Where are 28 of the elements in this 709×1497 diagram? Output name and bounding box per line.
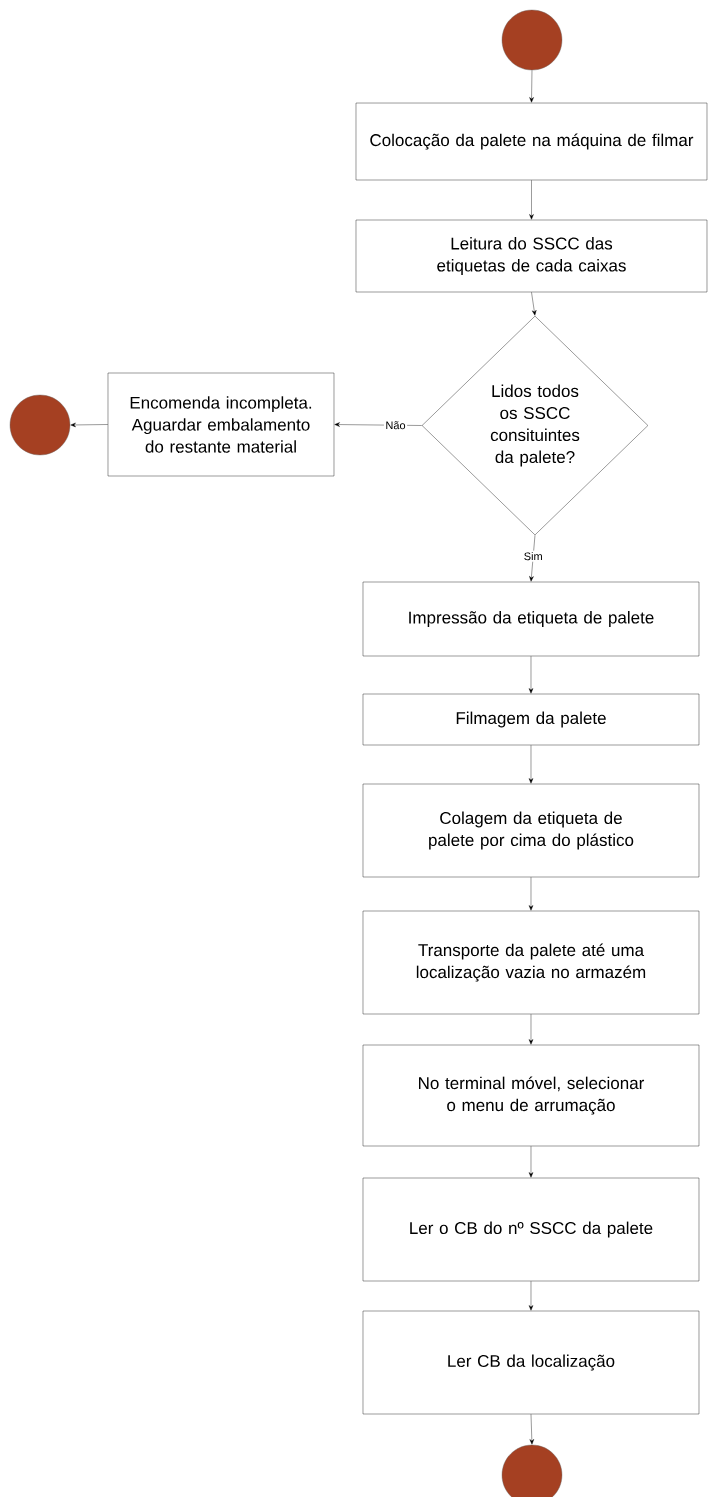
- process-box: Colocação da palete na máquina de filmar: [355, 102, 708, 181]
- arrow: [531, 292, 537, 316]
- arrow: [528, 1281, 534, 1311]
- arrow: [334, 422, 422, 427]
- arrow: [529, 1414, 535, 1445]
- arrow: [528, 1014, 534, 1045]
- arrow: [528, 877, 534, 911]
- arrow: [528, 1146, 534, 1178]
- arrow: [529, 180, 534, 220]
- edge-label: Sim: [522, 550, 545, 562]
- arrow: [529, 535, 536, 582]
- start-end-circle: [501, 9, 563, 71]
- process-box: Filmagem da palete: [362, 693, 700, 746]
- process-box: Leitura do SSCC das etiquetas de cada caixas: [355, 219, 708, 293]
- start-end-circle: [501, 1444, 563, 1497]
- process-box: Impressão da etiqueta de palete: [362, 581, 700, 657]
- process-box: Encomenda incompleta. Aguardar embalamento do restante material: [107, 372, 335, 477]
- process-box: No terminal móvel, selecionar o menu de arrumação: [362, 1044, 700, 1147]
- process-box: Ler CB da localização: [362, 1310, 700, 1415]
- start-end-circle: [9, 394, 71, 456]
- arrow: [529, 70, 534, 103]
- arrow: [528, 745, 534, 784]
- process-box: Colagem da etiqueta de palete por cima do plástico: [362, 783, 700, 878]
- arrow: [528, 656, 534, 694]
- edge-label: Não: [383, 419, 408, 431]
- process-box: Transporte da palete até uma localização vazia no armazém: [362, 910, 700, 1015]
- process-box: Ler o CB do nº SSCC da palete: [362, 1177, 700, 1282]
- arrow: [70, 422, 108, 428]
